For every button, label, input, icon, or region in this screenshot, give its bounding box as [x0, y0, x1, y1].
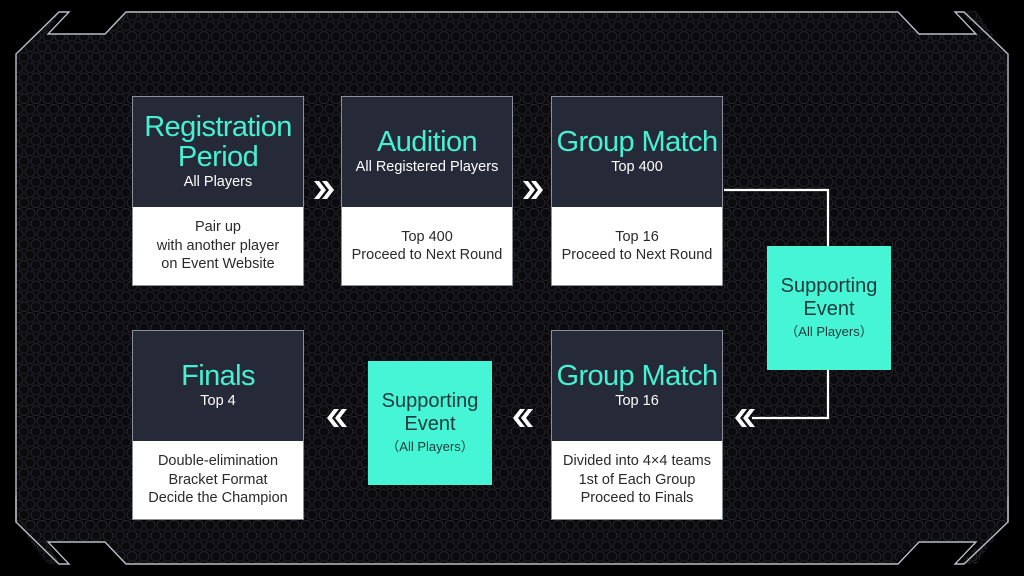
stage-body-line: Proceed to Next Round [561, 247, 713, 263]
connector-lines [724, 188, 830, 420]
stage-body-line: on Event Website [161, 256, 275, 273]
stage-body: Double-elimination Bracket Format Decide… [133, 441, 303, 519]
stage-header: Group Match Top 400 [552, 97, 722, 207]
stage-body-line: Top 400 [401, 228, 453, 245]
stage-body: Top 400 Proceed to Next Round [342, 207, 512, 285]
stage-subtitle: Top 16 [615, 393, 659, 409]
stage-card-registration: Registration Period All Players Pair up … [132, 96, 304, 286]
stage-title: Group Match [556, 360, 718, 392]
supporting-event-title: Supporting [381, 390, 479, 412]
supporting-event-subtitle: （All Players） [386, 439, 474, 454]
stage-title: Audition [377, 126, 478, 158]
supporting-event-box-1: Supporting Event （All Players） [767, 246, 891, 370]
connector-support-to-group [752, 370, 830, 420]
supporting-event-title: Event [404, 413, 456, 435]
stage-subtitle: Top 4 [200, 393, 236, 409]
stage-body-line: 1st of Each Group [578, 471, 696, 488]
stage-title: Period [177, 141, 259, 173]
frame-outline [15, 11, 1009, 565]
stage-body-line: Divided into 4×4 teams [563, 453, 711, 470]
supporting-event-subtitle: （All Players） [785, 324, 873, 339]
supporting-event-title: Supporting [780, 275, 878, 297]
stage-subtitle: All Players [183, 174, 253, 190]
double-chevron-right-icon [314, 181, 334, 199]
stage-body: Pair up with another player on Event Web… [133, 207, 303, 285]
stage-subtitle: All Registered Players [355, 159, 499, 175]
stage-title: Registration [144, 111, 292, 143]
stage-body-line: Proceed to Finals [580, 490, 694, 507]
double-chevron-left-icon [735, 409, 755, 427]
stage-body-line: Bracket Format [168, 471, 268, 488]
connector-group-to-support [724, 188, 830, 246]
stage-title: Finals [181, 360, 255, 392]
stage-body-line: Top 16 [615, 228, 659, 245]
stage-body-line: Proceed to Next Round [351, 247, 503, 263]
stage-body-line: Pair up [195, 219, 241, 236]
stage-subtitle: Top 400 [611, 159, 663, 175]
stage-header: Registration Period All Players [133, 97, 303, 207]
stage-card-finals: Finals Top 4 Double-elimination Bracket … [132, 330, 304, 520]
stage-card-group-match-top400: Group Match Top 400 Top 16 Proceed to Ne… [551, 96, 723, 286]
stage-body-line: with another player [156, 237, 280, 254]
stage-body-line: Double-elimination [157, 453, 279, 470]
supporting-event-title: Event [803, 298, 855, 320]
stage-body-line: Decide the Champion [148, 490, 288, 507]
stage-body: Top 16 Proceed to Next Round [552, 207, 722, 285]
stage-card-group-match-top16: Group Match Top 16 Divided into 4×4 team… [551, 330, 723, 520]
double-chevron-left-icon [327, 409, 347, 427]
stage-header: Audition All Registered Players [342, 97, 512, 207]
supporting-event-box-2: Supporting Event （All Players） [368, 361, 492, 485]
double-chevron-left-icon [513, 409, 533, 427]
stage-title: Group Match [556, 126, 718, 158]
stage-card-audition: Audition All Registered Players Top 400 … [341, 96, 513, 286]
double-chevron-right-icon [523, 181, 543, 199]
stage-header: Finals Top 4 [133, 331, 303, 441]
stage-body: Divided into 4×4 teams 1st of Each Group… [552, 441, 722, 519]
stage-header: Group Match Top 16 [552, 331, 722, 441]
